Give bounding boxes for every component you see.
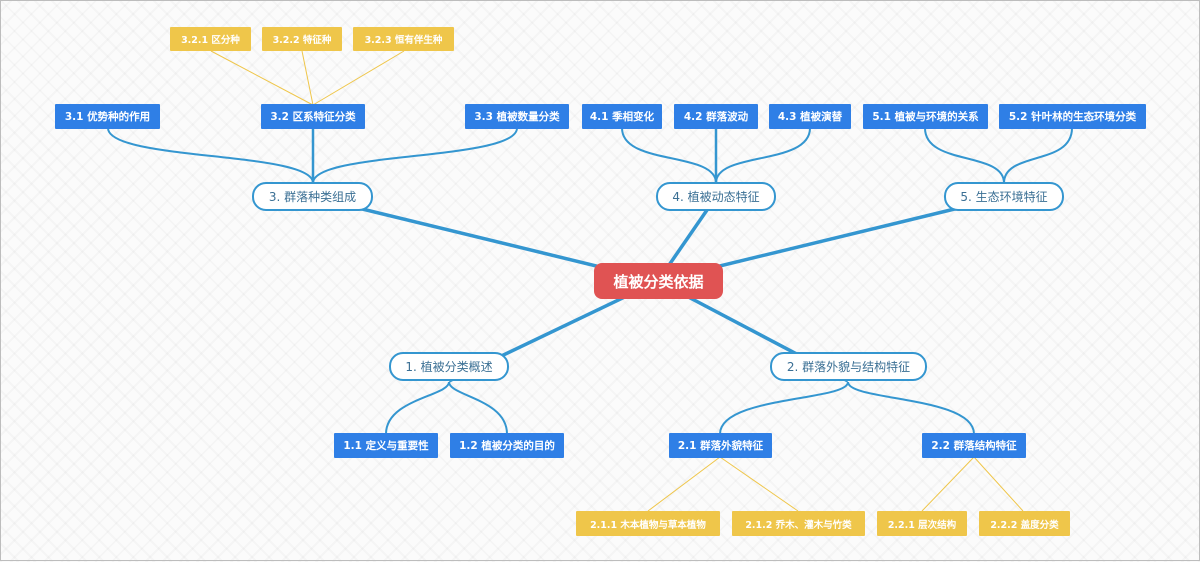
connector-line <box>1003 127 1073 184</box>
connector-line <box>921 456 975 512</box>
connector-line <box>210 50 314 106</box>
subtopic-4-2[interactable]: 4.2 群落波动 <box>674 104 758 129</box>
topic-1[interactable]: 1. 植被分类概述 <box>389 352 509 381</box>
connector-line <box>107 127 314 184</box>
connector-line <box>847 381 975 435</box>
connector-line <box>448 381 508 435</box>
detail-2-2-1[interactable]: 2.2.1 层次结构 <box>877 511 967 536</box>
connector-line <box>719 381 849 435</box>
subtopic-1-2[interactable]: 1.2 植被分类的目的 <box>450 433 564 458</box>
connector-line <box>385 381 450 435</box>
topic-4[interactable]: 4. 植被动态特征 <box>656 182 776 211</box>
connector-line <box>715 127 811 184</box>
detail-3-2-3[interactable]: 3.2.3 恒有伴生种 <box>353 27 454 51</box>
detail-2-1-2[interactable]: 2.1.2 乔木、灌木与竹类 <box>732 511 865 536</box>
subtopic-2-2[interactable]: 2.2 群落结构特征 <box>922 433 1026 458</box>
detail-2-2-2[interactable]: 2.2.2 盖度分类 <box>979 511 1070 536</box>
connector-line <box>973 456 1024 512</box>
topic-5[interactable]: 5. 生态环境特征 <box>944 182 1064 211</box>
connector-line <box>924 127 1005 184</box>
topic-3[interactable]: 3. 群落种类组成 <box>252 182 373 211</box>
connector-line <box>312 50 405 106</box>
subtopic-4-1[interactable]: 4.1 季相变化 <box>582 104 662 129</box>
connector-line <box>621 127 717 184</box>
connector-line <box>719 456 799 512</box>
topic-2[interactable]: 2. 群落外貌与结构特征 <box>770 352 927 381</box>
detail-3-2-2[interactable]: 3.2.2 特征种 <box>262 27 342 51</box>
root-topic[interactable]: 植被分类依据 <box>594 263 723 299</box>
subtopic-1-1[interactable]: 1.1 定义与重要性 <box>334 433 438 458</box>
subtopic-3-2[interactable]: 3.2 区系特征分类 <box>261 104 365 129</box>
connector-line <box>647 456 721 512</box>
connector-line <box>312 127 518 184</box>
subtopic-5-2[interactable]: 5.2 针叶林的生态环境分类 <box>999 104 1146 129</box>
subtopic-4-3[interactable]: 4.3 植被演替 <box>769 104 851 129</box>
subtopic-2-1[interactable]: 2.1 群落外貌特征 <box>669 433 772 458</box>
connector-line <box>301 50 314 106</box>
subtopic-3-1[interactable]: 3.1 优势种的作用 <box>55 104 160 129</box>
detail-2-1-1[interactable]: 2.1.1 木本植物与草本植物 <box>576 511 720 536</box>
subtopic-5-1[interactable]: 5.1 植被与环境的关系 <box>863 104 988 129</box>
detail-3-2-1[interactable]: 3.2.1 区分种 <box>170 27 251 51</box>
subtopic-3-3[interactable]: 3.3 植被数量分类 <box>465 104 569 129</box>
